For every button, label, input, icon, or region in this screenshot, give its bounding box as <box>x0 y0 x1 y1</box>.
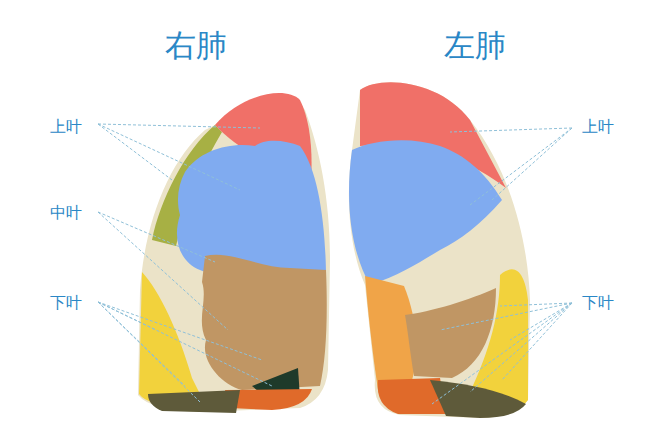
lung-title: 右肺 <box>165 30 227 61</box>
lobe-label: 中叶 <box>48 204 84 222</box>
lobe-label: 下叶 <box>48 294 84 312</box>
lobe-label: 上叶 <box>48 118 84 136</box>
left-lung <box>349 82 530 418</box>
lobe-label: 上叶 <box>580 118 616 136</box>
lung-title: 左肺 <box>444 30 506 61</box>
lobe-label: 下叶 <box>580 294 616 312</box>
leader-lines <box>98 124 572 404</box>
right-lung <box>138 93 330 413</box>
